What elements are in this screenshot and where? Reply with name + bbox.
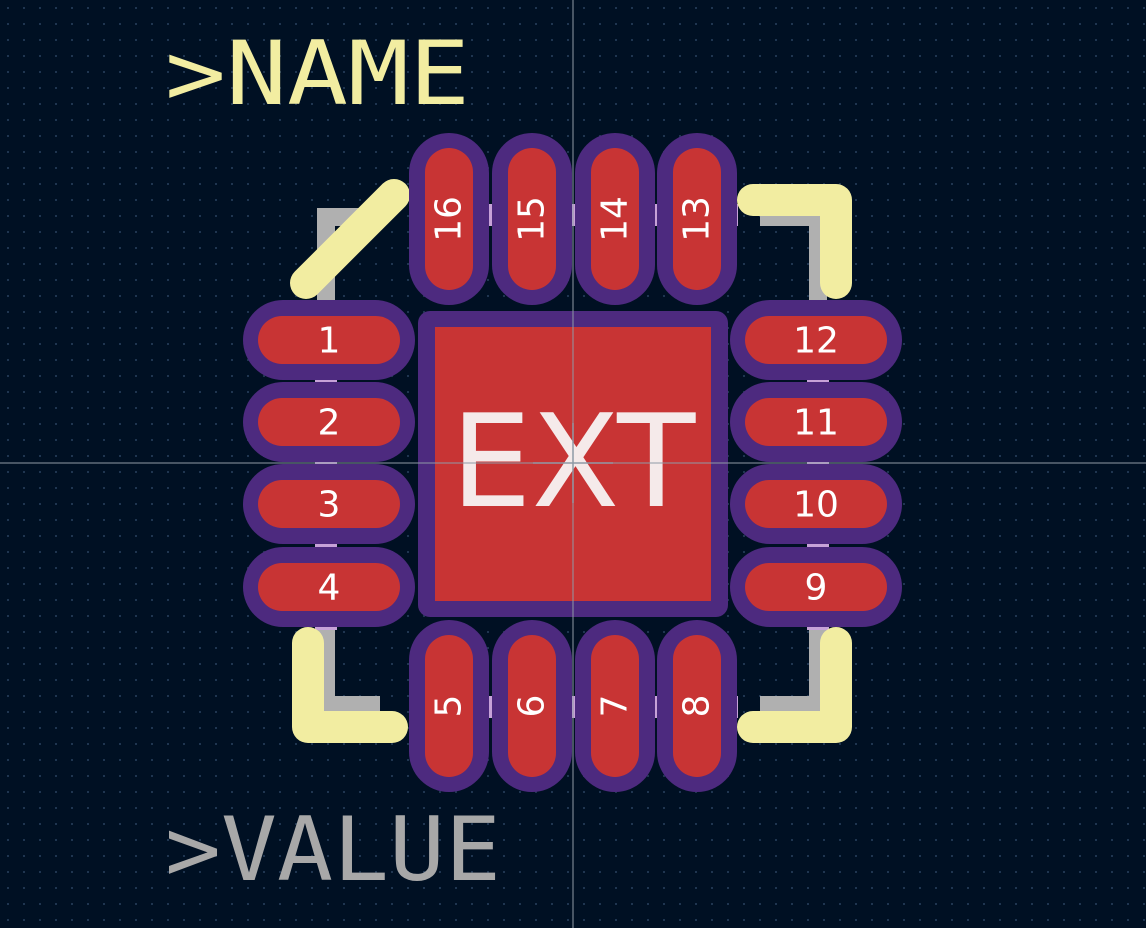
pad-number: 11 [793, 403, 839, 444]
pad-number: 4 [318, 568, 341, 609]
pad-copper [508, 148, 556, 290]
pad-copper [425, 148, 473, 290]
value-label[interactable]: >VALUE [165, 798, 501, 901]
pad-number: 12 [793, 321, 839, 362]
pad-copper [258, 398, 400, 446]
pad-copper [258, 563, 400, 611]
pad-copper [258, 480, 400, 528]
pad-2[interactable]: 2 [243, 382, 415, 462]
pad-copper [258, 316, 400, 364]
pad-copper [673, 635, 721, 777]
pad-copper [591, 635, 639, 777]
pad-number: 15 [512, 196, 553, 242]
pad-number: 13 [677, 196, 718, 242]
pad-11[interactable]: 11 [730, 382, 902, 462]
pad-8[interactable]: 8 [657, 620, 737, 792]
silkscreen-marks[interactable] [290, 179, 852, 743]
pad-copper [745, 398, 887, 446]
pad-number: 3 [318, 485, 341, 526]
pin1-bevel-mark [290, 179, 410, 299]
pad-number: 5 [429, 695, 470, 718]
pad-copper [745, 563, 887, 611]
pad-16[interactable]: 16 [409, 133, 489, 305]
pad-13[interactable]: 13 [657, 133, 737, 305]
pad-number: 7 [595, 695, 636, 718]
pad-number: 6 [512, 695, 553, 718]
pad-1[interactable]: 1 [243, 300, 415, 380]
pad-number: 10 [793, 485, 839, 526]
pad-number: 9 [805, 568, 828, 609]
pad-14[interactable]: 14 [575, 133, 655, 305]
pad-number: 2 [318, 403, 341, 444]
pad-copper [673, 148, 721, 290]
pad-4[interactable]: 4 [243, 547, 415, 627]
pad-3[interactable]: 3 [243, 464, 415, 544]
pad-copper [591, 148, 639, 290]
pad-12[interactable]: 12 [730, 300, 902, 380]
origin-marker [533, 423, 613, 503]
pad-6[interactable]: 6 [492, 620, 572, 792]
pad-5[interactable]: 5 [409, 620, 489, 792]
pad-number: 16 [429, 196, 470, 242]
bottom-right-corner-mark [737, 627, 852, 743]
pad-10[interactable]: 10 [730, 464, 902, 544]
name-label[interactable]: >NAME [165, 22, 470, 125]
pad-number: 8 [677, 695, 718, 718]
pad-copper [745, 316, 887, 364]
top-right-corner-mark [737, 184, 852, 299]
pad-number: 1 [318, 321, 341, 362]
pad-copper [508, 635, 556, 777]
pad-9[interactable]: 9 [730, 547, 902, 627]
pad-number: 14 [595, 196, 636, 242]
pad-7[interactable]: 7 [575, 620, 655, 792]
pad-copper [425, 635, 473, 777]
bottom-left-corner-mark [292, 627, 408, 743]
pad-copper [745, 480, 887, 528]
pad-15[interactable]: 15 [492, 133, 572, 305]
